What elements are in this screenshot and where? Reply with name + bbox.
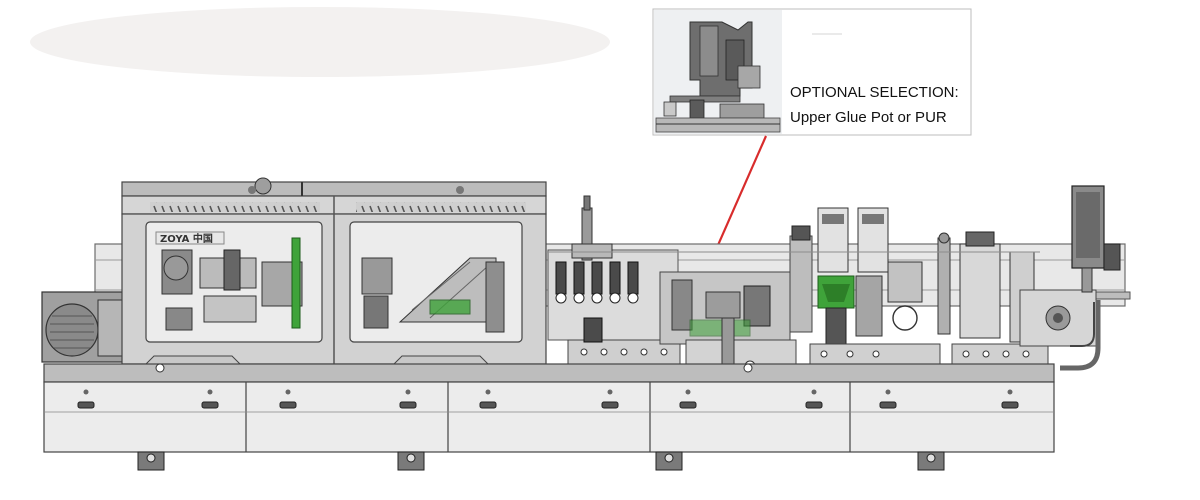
callout-box <box>652 8 972 136</box>
outfeed-unit <box>1019 289 1101 371</box>
machine-base <box>43 363 1055 471</box>
drive-motor <box>41 291 133 363</box>
scraping-units <box>789 207 941 365</box>
edge-banding-machine: ZOYA 中国 <box>41 177 1131 471</box>
glue-pot-illustration <box>655 21 781 133</box>
background-smudge <box>30 7 610 77</box>
glue-unit-area <box>659 271 797 372</box>
callout-subtitle: Upper Glue Pot or PUR <box>790 109 947 126</box>
machine-plate: ZOYA 中国 <box>160 232 213 245</box>
control-panel <box>1071 185 1121 293</box>
trimming-units <box>547 195 681 365</box>
callout-title: OPTIONAL SELECTION: <box>790 84 959 101</box>
pre-milling-enclosure: ZOYA 中国 <box>121 177 547 365</box>
